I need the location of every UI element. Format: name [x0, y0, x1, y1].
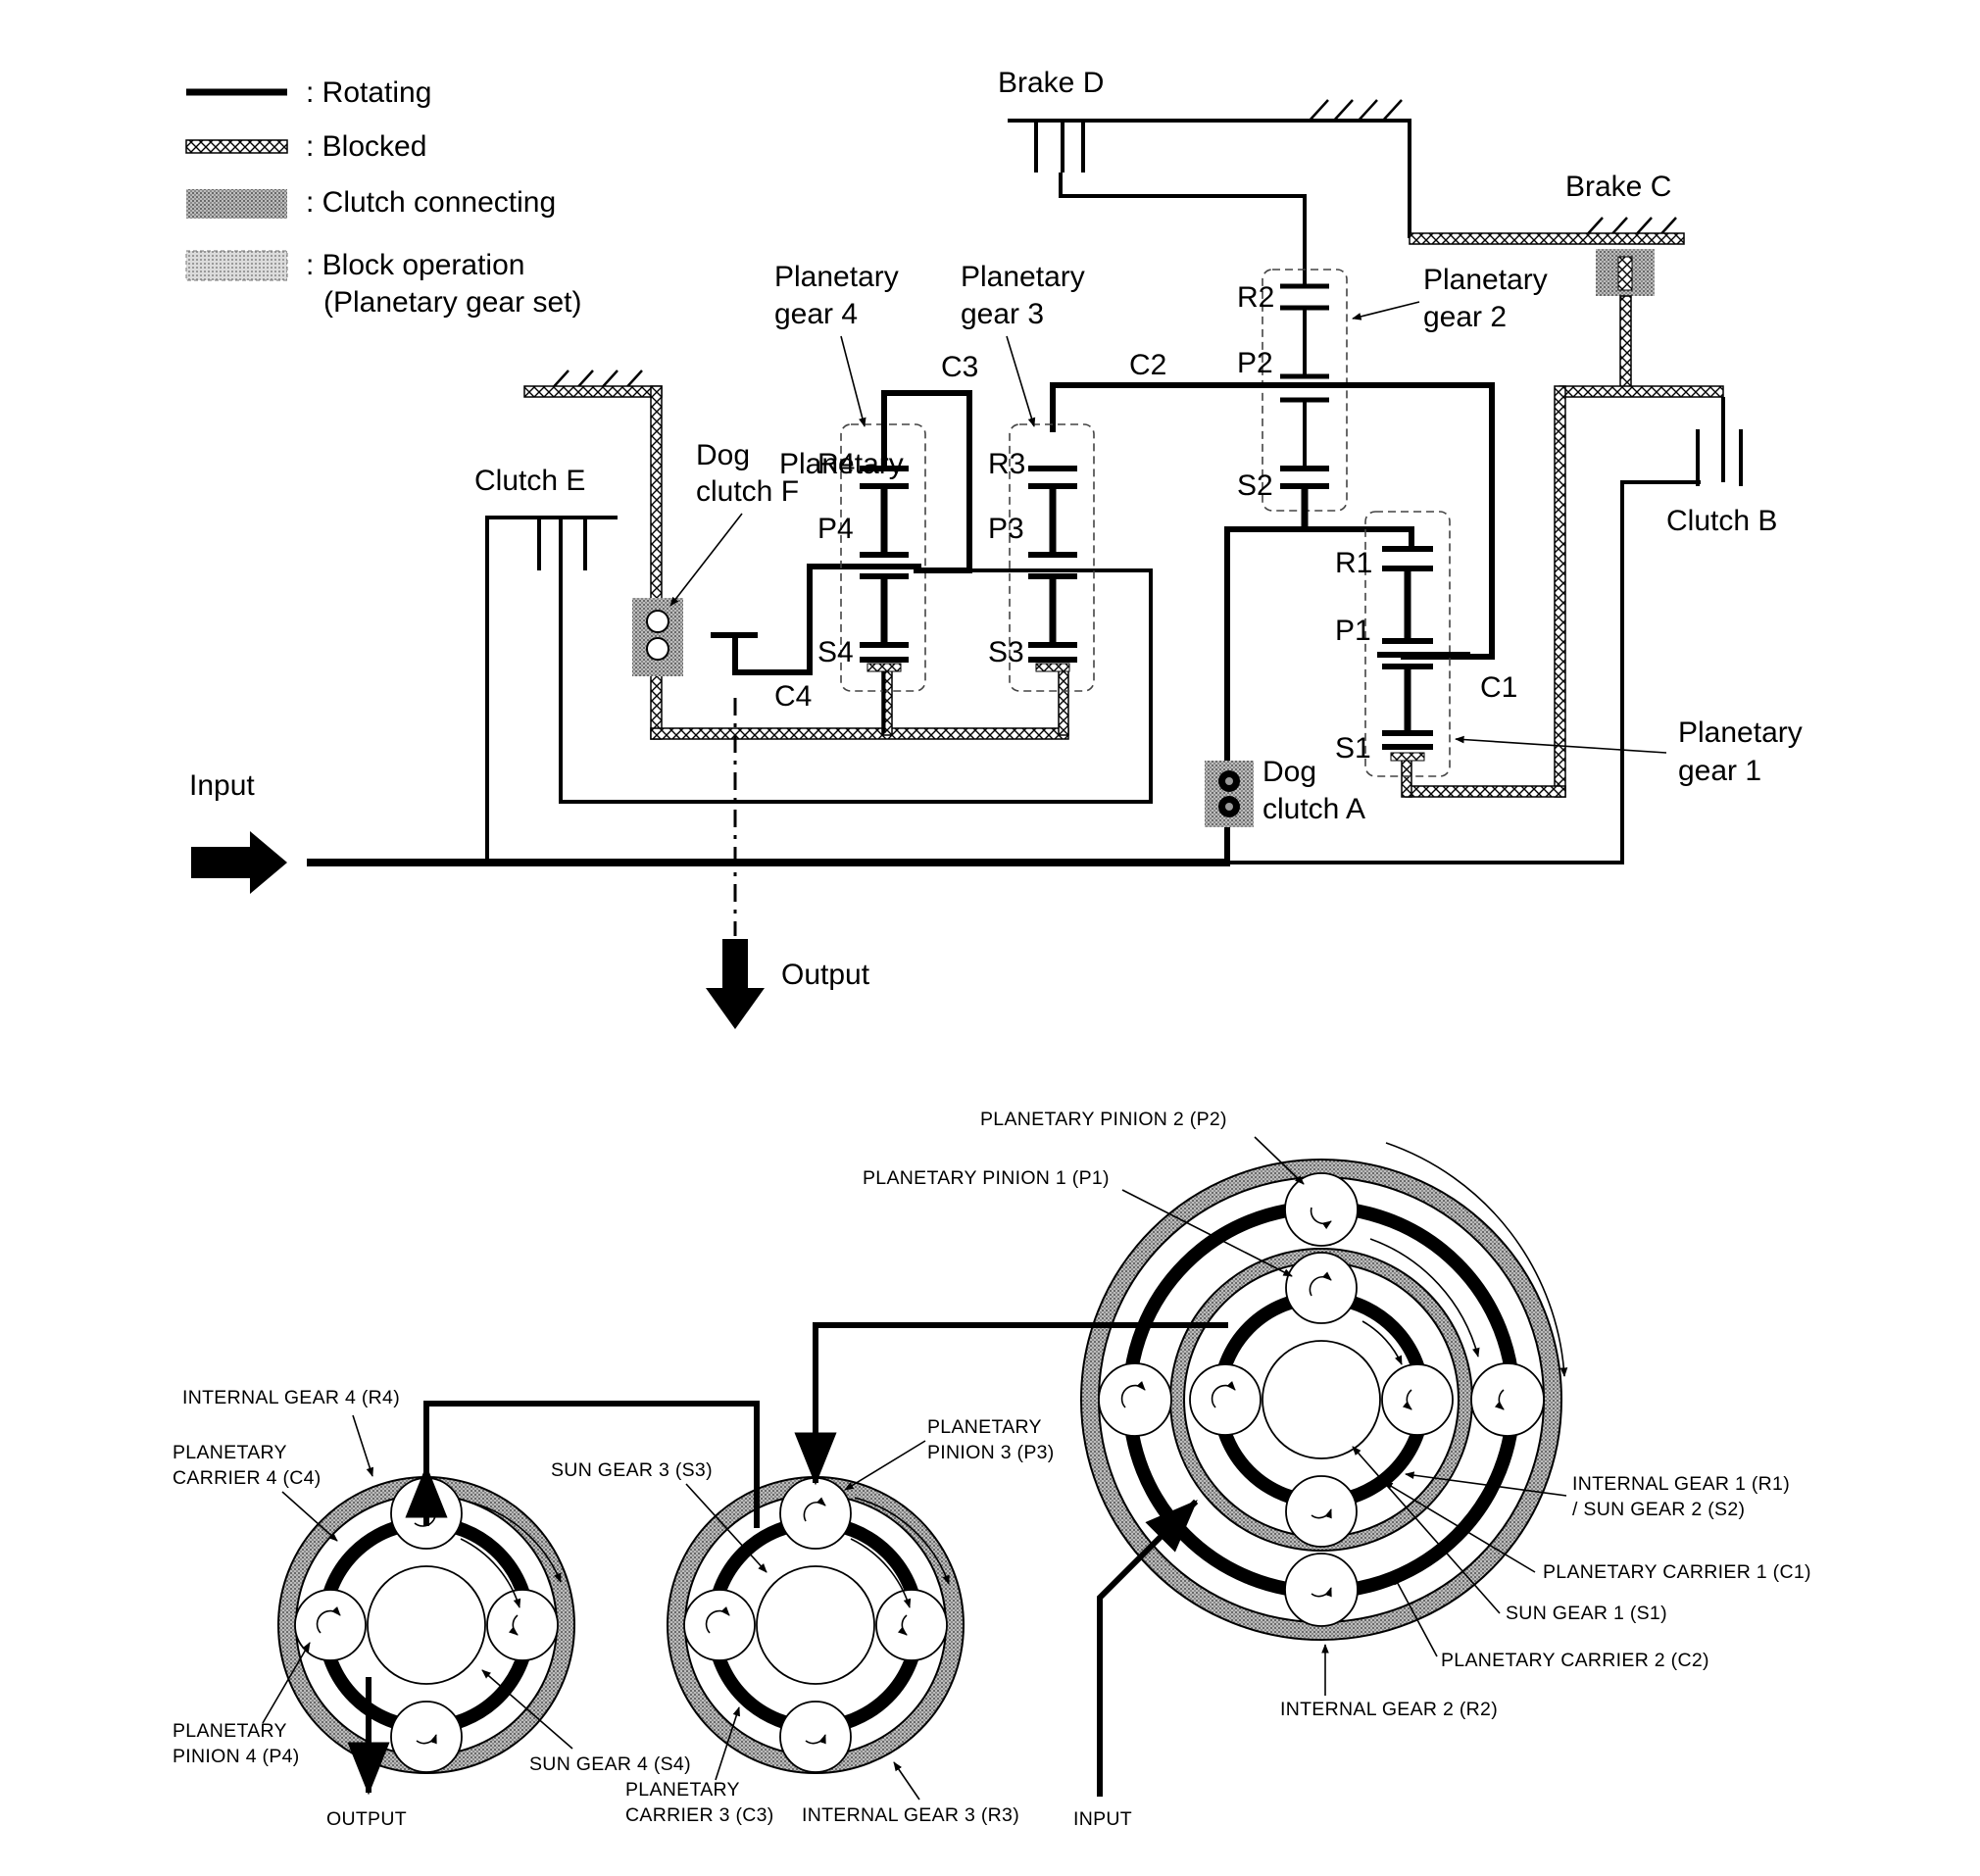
lbl-internal-gear-2: INTERNAL GEAR 2 (R2) — [1280, 1699, 1498, 1720]
sun-gear-1 — [1262, 1340, 1381, 1459]
input-link — [1097, 1499, 1199, 1797]
pg1-box — [1364, 511, 1451, 777]
legend-block-op-label: : Block operation — [306, 249, 524, 281]
pg1-label-2: gear 1 — [1678, 755, 1761, 787]
s4-label: S4 — [817, 636, 854, 668]
lbl-carrier-4-2: CARRIER 4 (C4) — [173, 1467, 322, 1489]
brake-d-label: Brake D — [998, 67, 1104, 99]
legend: : Rotating : Blocked : Clutch connecting… — [185, 76, 581, 319]
lbl-input: INPUT — [1073, 1808, 1132, 1830]
dog-clutch-a-label-1: Dog — [1262, 756, 1316, 788]
c3-line — [881, 390, 972, 573]
gear-set-1-2-view — [1080, 1142, 1568, 1641]
lbl-carrier-4-1: PLANETARY — [173, 1442, 287, 1463]
brake-c-label: Brake C — [1565, 171, 1671, 203]
output-label: Output — [781, 959, 870, 991]
s1-label: S1 — [1335, 732, 1371, 765]
clutch-e-label: Clutch E — [474, 465, 585, 497]
p4-label: P4 — [817, 513, 854, 545]
r4-label: R4 — [817, 448, 855, 480]
c2-line — [1050, 382, 1495, 660]
gear-set-3-view — [667, 1476, 965, 1774]
legend-blocked-swatch — [185, 139, 288, 154]
legend-blocked-label: : Blocked — [306, 130, 426, 163]
lbl-carrier-3-2: CARRIER 3 (C3) — [625, 1804, 774, 1826]
dog-clutch-a-label-2: clutch A — [1262, 793, 1365, 825]
c4-label: C4 — [774, 680, 812, 713]
legend-clutch-label: : Clutch connecting — [306, 186, 556, 219]
c1-label: C1 — [1480, 671, 1517, 704]
lbl-sun-gear-4: SUN GEAR 4 (S4) — [529, 1753, 691, 1775]
s3-label: S3 — [988, 636, 1024, 668]
schematic: Brake D Brake C Clutch B R2 P2 S2 — [189, 67, 1803, 1029]
pg2-label-1: Planetary — [1423, 264, 1548, 296]
legend-block-op-swatch — [185, 250, 288, 281]
ground-hatches — [548, 99, 1677, 393]
r3-label: R3 — [988, 448, 1025, 480]
lbl-sun-gear-1: SUN GEAR 1 (S1) — [1506, 1603, 1667, 1624]
brake-c-blocked — [1409, 232, 1685, 245]
lbl-sun-gear-3: SUN GEAR 3 (S3) — [551, 1459, 713, 1481]
brake-d-housing — [1008, 119, 1411, 238]
r2-label: R2 — [1237, 281, 1274, 314]
lbl-carrier-1: PLANETARY CARRIER 1 (C1) — [1543, 1561, 1811, 1583]
legend-block-op-sub: (Planetary gear set) — [323, 286, 581, 319]
sun-gear-4 — [367, 1565, 486, 1685]
pg3-box — [1009, 423, 1095, 692]
pg1-label-1: Planetary — [1678, 716, 1803, 749]
r1-label: R1 — [1335, 547, 1372, 579]
p1-label: P1 — [1335, 615, 1371, 647]
pg4-label-top-1: Planetary — [774, 261, 899, 293]
input-label: Input — [189, 769, 255, 802]
pg3-label-1: Planetary — [961, 261, 1085, 293]
pg2-label-2: gear 2 — [1423, 301, 1507, 333]
lbl-pinion-3-1: PLANETARY — [927, 1416, 1042, 1438]
p2-label: P2 — [1237, 347, 1273, 379]
p3-label: P3 — [988, 513, 1024, 545]
legend-rotating-label: : Rotating — [306, 76, 431, 109]
lbl-pinion-3-2: PINION 3 (P3) — [927, 1442, 1055, 1463]
lbl-internal-gear-1-2: / SUN GEAR 2 (S2) — [1572, 1499, 1745, 1520]
lbl-pinion-4-2: PINION 4 (P4) — [173, 1746, 300, 1767]
lbl-carrier-2: PLANETARY CARRIER 2 (C2) — [1441, 1650, 1709, 1671]
r4-c3-link — [423, 1401, 760, 1528]
bottom-labels: PLANETARY PINION 2 (P2) PLANETARY PINION… — [173, 1109, 1811, 1830]
lbl-output: OUTPUT — [326, 1808, 407, 1830]
blocked-s3-s4 — [650, 727, 1069, 740]
clutch-b-label: Clutch B — [1666, 505, 1777, 537]
clutch-b-link — [1230, 480, 1701, 864]
lbl-internal-gear-4: INTERNAL GEAR 4 (R4) — [182, 1387, 400, 1408]
clutch-e-link — [559, 568, 1153, 804]
pg4-label-top-2: gear 4 — [774, 298, 858, 330]
lbl-carrier-3-1: PLANETARY — [625, 1779, 740, 1801]
dog-clutch-f-label-1: Dog — [696, 439, 750, 471]
sun-gear-3 — [756, 1565, 875, 1685]
legend-clutch-swatch — [186, 189, 287, 219]
output-arrow — [706, 939, 765, 1029]
dog-clutch-f-label-2: clutch F — [696, 475, 799, 508]
lbl-pinion-4-1: PLANETARY — [173, 1720, 287, 1742]
s2-r1-line — [1224, 526, 1414, 865]
pg3-label-2: gear 3 — [961, 298, 1044, 330]
lbl-pinion-2: PLANETARY PINION 2 (P2) — [980, 1109, 1227, 1130]
lbl-internal-gear-1-1: INTERNAL GEAR 1 (R1) — [1572, 1473, 1790, 1495]
s2-label: S2 — [1237, 469, 1273, 502]
brake-d-link — [1059, 173, 1307, 271]
lbl-internal-gear-3: INTERNAL GEAR 3 (R3) — [802, 1804, 1019, 1826]
c2-r3-link — [794, 1322, 1228, 1486]
c4-output-line — [711, 564, 921, 675]
lbl-pinion-1: PLANETARY PINION 1 (P1) — [863, 1167, 1110, 1189]
input-arrow — [191, 831, 287, 894]
c3-label: C3 — [941, 351, 978, 383]
c2-label: C2 — [1129, 349, 1166, 381]
